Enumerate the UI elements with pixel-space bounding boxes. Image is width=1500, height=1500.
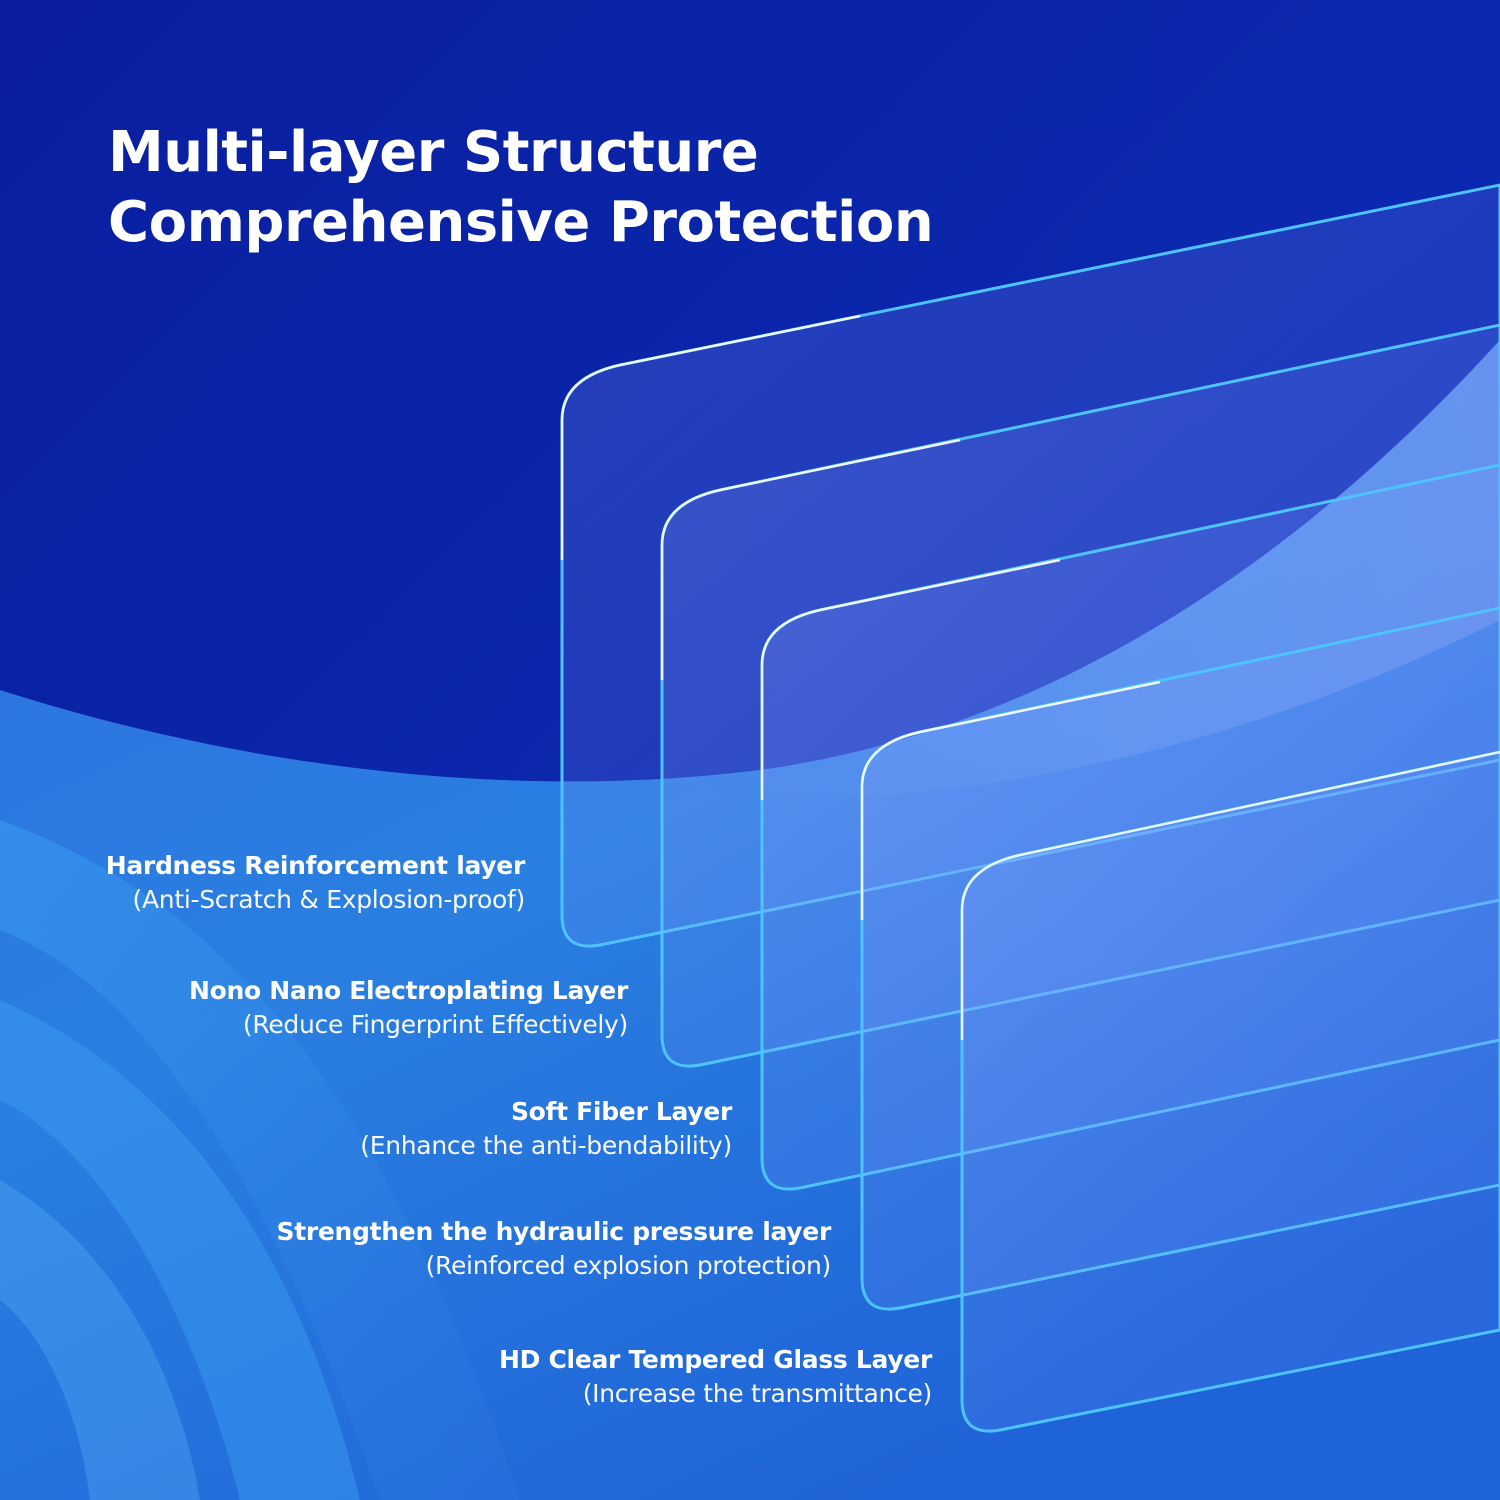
layer-description: (Anti-Scratch & Explosion-proof) [132, 885, 526, 914]
glass-layer-panels [560, 183, 1500, 1433]
layer-description: (Enhance the anti-bendability) [360, 1131, 732, 1160]
layer-description: (Reduce Fingerprint Effectively) [242, 1010, 628, 1039]
layer-name: Hardness Reinforcement layer [105, 851, 526, 880]
layer-name: HD Clear Tempered Glass Layer [499, 1345, 932, 1374]
layer-name: Strengthen the hydraulic pressure layer [276, 1217, 832, 1246]
headline-line-2: Comprehensive Protection [108, 190, 934, 255]
layer-label-soft-fiber: Soft Fiber Layer (Enhance the anti-benda… [360, 1095, 732, 1163]
layer-label-hydraulic-pressure: Strengthen the hydraulic pressure layer … [276, 1215, 832, 1283]
layer-name: Nono Nano Electroplating Layer [189, 976, 628, 1005]
headline: Multi-layer Structure Comprehensive Prot… [108, 118, 934, 258]
layer-label-tempered-glass: HD Clear Tempered Glass Layer (Increase … [499, 1343, 932, 1411]
layer-label-hardness-reinforcement: Hardness Reinforcement layer (Anti-Scrat… [105, 849, 526, 917]
layer-description: (Increase the transmittance) [582, 1379, 933, 1408]
headline-line-1: Multi-layer Structure [108, 120, 759, 185]
layer-description: (Reinforced explosion protection) [425, 1251, 832, 1280]
glass-panel-5 [960, 750, 1500, 1433]
layer-label-nano-electroplating: Nono Nano Electroplating Layer (Reduce F… [189, 974, 628, 1042]
layer-name: Soft Fiber Layer [510, 1097, 732, 1126]
